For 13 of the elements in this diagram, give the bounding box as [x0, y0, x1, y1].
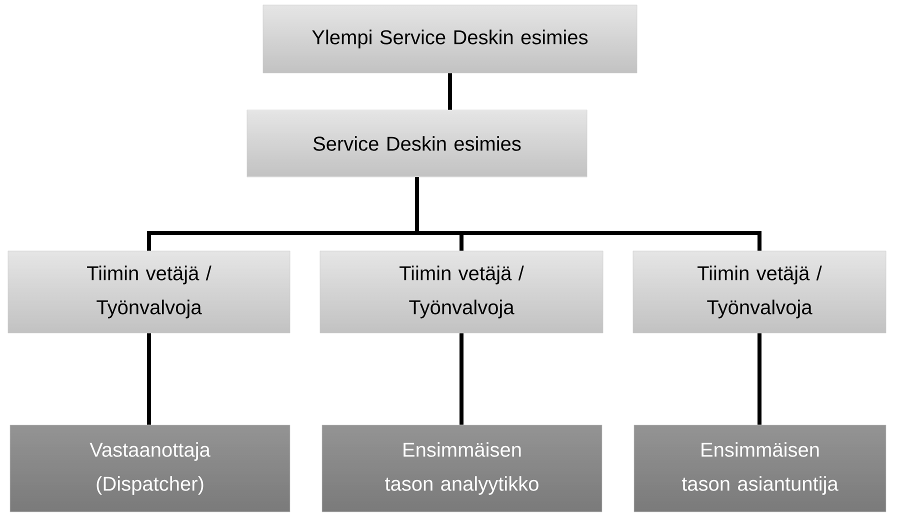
role-box: Tiimin vetäjä / Työnvalvoja: [320, 250, 604, 334]
connector-line: [448, 73, 452, 110]
role-box: Ensimmäisen tason analyytikko: [322, 424, 602, 512]
connector-line: [415, 177, 762, 251]
role-box: Vastaanottaja (Dispatcher): [10, 424, 290, 512]
role-box: Ylempi Service Deskin esimies: [262, 4, 638, 74]
connector-line: [460, 333, 464, 425]
role-box: Tiimin vetäjä / Työnvalvoja: [632, 250, 886, 334]
connector-line: [758, 333, 762, 425]
role-box: Ensimmäisen tason asiantuntija: [634, 424, 886, 512]
role-box: Service Deskin esimies: [246, 110, 588, 178]
role-box: Tiimin vetäjä / Työnvalvoja: [8, 250, 290, 334]
connector-line: [147, 333, 151, 425]
